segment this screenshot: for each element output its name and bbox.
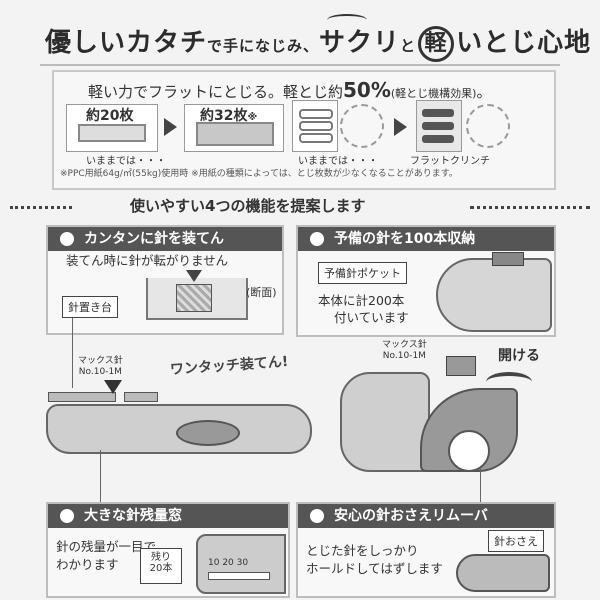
panel-load-title: カンタンに針を装てん [48,227,282,251]
remover-label: 針おさえ [488,530,544,552]
panel-window-text2: わかります [56,557,119,572]
flat-clinch-caption: フラットクリンチ [410,156,490,167]
after-count-text: 約32枚 [200,108,248,124]
panel-load-text: 装てん時に針が転がりません [66,253,229,268]
staple-pack-icon [446,356,476,376]
headline-karui-circle: 軽 [418,25,455,62]
comparison-title-text: 軽い力でフラットにとじる。軽とじ約 [88,83,344,101]
before-caption: いままでは・・・ [86,156,166,167]
staple-strip-icon [48,392,116,402]
remaining-label: 残り [151,552,171,563]
connector-line [72,318,73,388]
paper-note-b: ※用紙の種類によっては、とじ枚数が少なくなることがあります。 [191,169,458,179]
before-clinch-frame [292,100,338,152]
panel-remover-text2: ホールドしてはずします [306,561,443,576]
comparison-title-note: (軽とじ機構効果) [390,87,477,100]
flat-line-icon [422,135,454,143]
remaining-gauge-icon [208,572,270,580]
section-dots-right [470,206,590,209]
after-sheets-icon [196,122,274,146]
flat-line-icon [422,109,454,117]
headline-part3: サクリ [319,28,401,58]
remaining-scale: 10 20 30 [208,558,249,568]
headline-part4: と [400,37,417,55]
onetouch-caption: ワンタッチ装てん! [169,353,289,379]
headline-underline [40,64,560,66]
section-title: 使いやすい4つの機能を提案します [130,197,366,215]
staple-block-icon [176,284,212,312]
remaining-count: 20本 [149,563,173,574]
staple-strip-icon [124,392,158,402]
clinch-line-icon [299,121,333,131]
flat-line-icon [422,122,454,130]
stapler-upright-illustration [340,372,430,472]
after-count-mark: ※ [247,112,258,123]
connector-line [100,450,101,502]
paper-note-a: ※PPC用紙64g/㎡(55kg)使用時 [60,169,189,179]
pocket-illustration [436,258,552,332]
spare-pocket-label: 予備針ポケット [318,262,407,284]
remaining-window-illustration: 10 20 30 [196,534,286,594]
staple-base-label: 針置き台 [62,296,118,318]
cross-section-label: (断面) [246,286,277,299]
headline-part1: 優しいカタチ [45,28,208,58]
arrow-down-icon [104,380,122,394]
paper-note: ※PPC用紙64g/㎡(55kg)使用時 ※用紙の種類によっては、とじ枚数が少な… [60,166,458,179]
headline: 優しいカタチで手になじみ、サクリと軽いとじ心地 [45,22,591,62]
max-staple-label-left: マックス針 No.10-1M [78,356,123,377]
open-caption: 開ける [498,348,540,364]
panel-window-title: 大きな針残量窓 [48,504,288,528]
flat-clinch-frame [416,100,462,152]
remaining-box: 残り 20本 [140,548,182,584]
panel-remover-text1: とじた針をしっかり [306,543,419,558]
arrow-right-icon [394,118,407,136]
panel-storage-text1: 本体に計200本 [318,293,405,308]
headline-part2: で手になじみ、 [207,37,320,55]
arrow-right-icon [164,118,177,136]
before-clinch-detail-icon [340,104,384,148]
after-count: 約32枚※ [200,105,257,125]
arrow-down-icon [186,270,202,282]
comparison-title-end: 。 [476,83,492,101]
before-count: 約20枚 [86,108,134,124]
comparison-title: 軽い力でフラットにとじる。軽とじ約50%(軽とじ機構効果)。 [88,78,492,102]
comparison-percent: 50% [343,78,391,102]
panel-remover-title: 安心の針おさえリムーバ [298,504,554,528]
clinch-line-icon [299,133,333,143]
open-arrow-icon [486,372,532,392]
panel-storage-text2: 付いています [334,310,409,325]
flat-clinch-detail-icon [466,104,510,148]
stapler-wheel-icon [448,430,490,472]
after-caption: いままでは・・・ [298,156,378,167]
connector-line [480,468,481,502]
section-dots-left [10,206,72,209]
panel-window-text1: 針の残量が一目で [56,539,157,554]
before-sheets-icon [78,124,146,142]
spare-staple-icon [492,252,524,266]
headline-part6: いとじ心地 [456,28,592,58]
clinch-line-icon [299,109,333,119]
remover-illustration [456,554,550,592]
stapler-grip-icon [176,420,240,446]
panel-storage-title: 予備の針を100本収納 [298,227,554,251]
max-staple-label-right: マックス針 No.10-1M [382,340,427,361]
